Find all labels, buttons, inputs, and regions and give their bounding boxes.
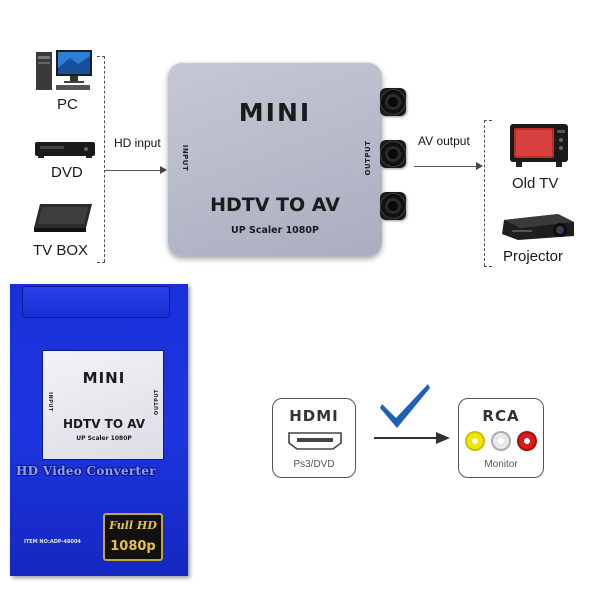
tv-box-icon — [30, 202, 96, 236]
projector-icon — [498, 208, 578, 244]
package-tab — [22, 286, 170, 318]
package-window: MINI HDTV TO AV UP Scaler 1080P INPUT OU… — [42, 350, 164, 460]
input-arrow-head — [160, 166, 167, 174]
source-bracket-bottom — [97, 262, 105, 263]
destination-bracket-bottom — [484, 266, 492, 267]
package-item-number: ITEM NO:ADP-48004 — [24, 539, 81, 545]
destination-bracket — [484, 120, 485, 266]
source-label-tv-box: TV BOX — [33, 242, 89, 259]
dvd-player-icon — [34, 138, 96, 160]
package-title: HDTV TO AV — [63, 417, 145, 431]
destination-bracket-top — [484, 120, 492, 121]
pc-icon — [34, 48, 94, 92]
full-hd-badge-bottom: 1080p — [110, 539, 156, 554]
rca-jack-bottom — [380, 192, 406, 220]
output-arrow-line — [414, 166, 478, 167]
device-subtitle: UP Scaler 1080P — [231, 225, 319, 236]
rca-jack-middle — [380, 140, 406, 168]
av-output-label: AV output — [418, 134, 470, 148]
hdmi-port-icon — [287, 431, 343, 451]
rca-jack-top — [380, 88, 406, 116]
old-tv-icon — [508, 122, 570, 168]
rca-jack-white — [491, 431, 511, 451]
device-output-text: OUTPUT — [364, 140, 372, 176]
package-product-name: HD Video Converter — [16, 464, 156, 478]
source-label-pc: PC — [57, 96, 78, 113]
device-brand: MINI — [238, 98, 312, 127]
converter-device: MINI HDTV TO AV UP Scaler 1080P INPUT OU… — [168, 62, 382, 256]
hdmi-title: HDMI — [289, 407, 339, 425]
package-brand: MINI — [82, 369, 126, 387]
hdmi-subtitle: Ps3/DVD — [293, 459, 335, 470]
hdmi-card: HDMI Ps3/DVD — [272, 398, 356, 478]
device-input-text: INPUT — [181, 144, 189, 172]
rca-jack-yellow — [465, 431, 485, 451]
package-output-text: OUTPUT — [154, 389, 160, 415]
package-subtitle: UP Scaler 1080P — [76, 435, 132, 442]
destination-label-projector: Projector — [503, 248, 564, 265]
destination-label-old-tv: Old TV — [512, 175, 559, 192]
output-arrow-head — [476, 162, 483, 170]
checkmark-icon — [380, 382, 432, 430]
source-bracket — [104, 56, 105, 262]
rca-jack-red — [517, 431, 537, 451]
hd-input-label: HD input — [114, 136, 161, 150]
input-arrow-line — [104, 170, 162, 171]
device-title: HDTV TO AV — [210, 194, 340, 216]
source-bracket-top — [97, 56, 105, 57]
rca-subtitle: Monitor — [484, 459, 518, 470]
connection-arrow — [372, 430, 452, 446]
rca-card: RCA Monitor — [458, 398, 544, 478]
full-hd-badge: Full HD 1080p — [103, 513, 163, 561]
full-hd-badge-top: Full HD — [109, 519, 157, 532]
package-input-text: INPUT — [47, 392, 53, 412]
source-label-dvd: DVD — [51, 164, 83, 181]
rca-title: RCA — [482, 407, 520, 425]
